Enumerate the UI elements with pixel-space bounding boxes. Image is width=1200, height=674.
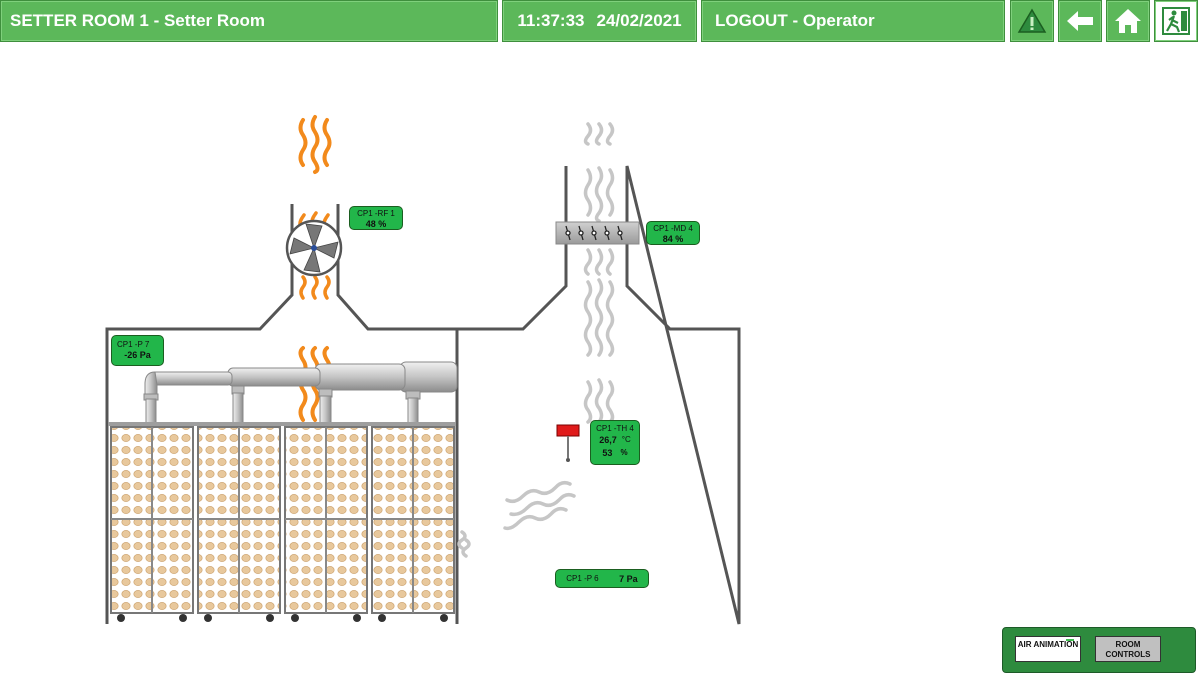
humidity-unit: % (620, 448, 628, 457)
home-button[interactable] (1106, 0, 1150, 42)
p6-value: 7 Pa (619, 573, 638, 584)
pressure-p7-indicator[interactable]: CP1 -P 7 -26 Pa (111, 335, 164, 366)
th-tag: CP1 -TH 4 (596, 424, 634, 433)
p6-tag: CP1 -P 6 (566, 573, 599, 583)
fresh-air-inlet (583, 122, 615, 424)
p7-value: -26 Pa (124, 350, 151, 360)
room-controls-button[interactable]: ROOM CONTROLS (1095, 636, 1161, 662)
p7-tag: CP1 -P 7 (117, 340, 150, 349)
control-panel: AIR ANIMATION ROOM CONTROLS (1002, 627, 1196, 673)
exit-icon (1162, 7, 1190, 35)
home-icon (1115, 9, 1141, 33)
logout-label: LOGOUT - Operator (715, 11, 875, 30)
logout-button[interactable]: LOGOUT - Operator (701, 0, 1005, 42)
air-animation-label: AIR ANIMATION (1017, 640, 1079, 649)
trolley-1 (110, 426, 194, 622)
back-arrow-icon (1067, 11, 1093, 31)
page-title-text: SETTER ROOM 1 - Setter Room (10, 11, 266, 30)
damper-value: 84 % (662, 234, 684, 244)
clock-time: 11:37:33 (517, 11, 585, 30)
clock: 11:37:33 24/02/2021 (502, 0, 697, 42)
warning-icon (1017, 8, 1047, 33)
humidity-value: 53 (602, 448, 613, 458)
damper-icon (555, 221, 640, 245)
air-animation-led (1066, 639, 1074, 641)
air-duct (143, 361, 458, 424)
humidity-row: 53 % (591, 448, 639, 458)
clock-date: 24/02/2021 (596, 11, 682, 30)
pressure-p6-indicator[interactable]: CP1 -P 6 7 Pa (555, 569, 649, 588)
air-animation-button[interactable]: AIR ANIMATION (1015, 636, 1081, 662)
trolley-4 (371, 426, 455, 622)
recirculation-fan-icon (285, 219, 343, 277)
fan-tag: CP1 -RF 1 (357, 209, 395, 218)
egg-trolleys (108, 422, 456, 622)
fan-indicator[interactable]: CP1 -RF 1 48 % (349, 206, 403, 230)
damper-indicator[interactable]: CP1 -MD 4 84 % (646, 221, 700, 245)
exit-button[interactable] (1154, 0, 1198, 42)
temperature-value: 26,7 (599, 435, 617, 445)
page-title: SETTER ROOM 1 - Setter Room (0, 0, 498, 42)
trolley-2 (197, 426, 281, 622)
back-button[interactable] (1058, 0, 1102, 42)
temperature-row: 26,7 °C (591, 435, 639, 445)
alarm-button[interactable] (1010, 0, 1054, 42)
room-air-flow (457, 480, 576, 558)
room-controls-label: ROOM CONTROLS (1105, 640, 1151, 659)
th-indicator[interactable]: CP1 -TH 4 26,7 °C 53 % (590, 420, 640, 465)
fan-value: 48 % (365, 219, 387, 229)
th-sensor-icon (556, 424, 580, 462)
trolley-3 (284, 426, 368, 622)
temperature-unit: °C (621, 435, 631, 444)
damper-tag: CP1 -MD 4 (653, 224, 693, 233)
hot-air-exhaust (298, 115, 332, 174)
